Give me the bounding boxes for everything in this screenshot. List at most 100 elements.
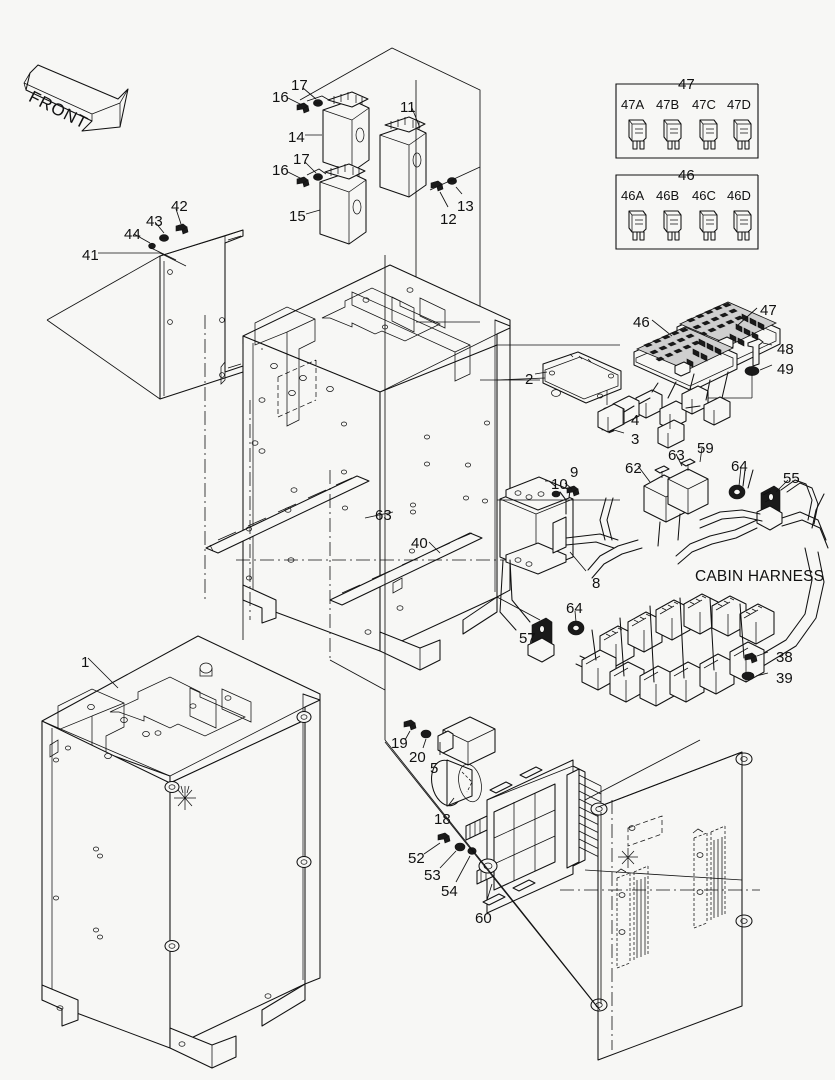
fastener-53 — [454, 842, 466, 852]
callout-38: 38 — [776, 649, 793, 666]
asterisk-mark — [174, 785, 196, 810]
callout-63-rail: 63 — [375, 507, 392, 524]
relay-15 — [319, 163, 367, 245]
component-18 — [431, 759, 482, 807]
legend-item-46c: 46C — [692, 188, 716, 203]
legend-item-47c: 47C — [692, 97, 716, 112]
corner-nuts — [164, 710, 312, 953]
callout-52: 52 — [408, 850, 425, 867]
connector-cluster — [597, 371, 731, 449]
callout-49: 49 — [777, 361, 794, 378]
fastener-20 — [420, 729, 432, 739]
fastener-12 — [430, 180, 444, 192]
legend-item-47a: 47A — [621, 97, 645, 112]
callout-15: 15 — [289, 208, 306, 225]
fastener-16-upper — [296, 102, 310, 114]
legend-item-46d: 46D — [727, 188, 751, 203]
cabin-harness-label: CABIN HARNESS — [695, 568, 825, 585]
callout-18: 18 — [434, 811, 451, 828]
panel-corner-nuts — [590, 752, 753, 1012]
legend-title-46: 46 — [678, 167, 695, 184]
callout-59: 59 — [697, 440, 714, 457]
fastener-9-washer — [551, 490, 561, 498]
fastener-19 — [403, 719, 417, 731]
callout-41: 41 — [82, 247, 99, 264]
callout-54: 54 — [441, 883, 458, 900]
callout-1: 1 — [81, 654, 90, 671]
callout-57: 57 — [519, 630, 536, 647]
fastener-39 — [741, 671, 755, 681]
callout-19: 19 — [391, 735, 408, 752]
callout-11: 11 — [400, 99, 416, 116]
controller-60 — [465, 759, 602, 914]
legend-box-46 — [615, 174, 759, 250]
front-direction-arrow — [23, 64, 129, 132]
callout-5: 5 — [430, 760, 439, 777]
relay-11 — [379, 116, 427, 198]
bracket-55 — [728, 466, 789, 531]
legend-item-47d: 47D — [727, 97, 751, 112]
callout-47: 47 — [760, 302, 777, 319]
callout-62: 62 — [625, 460, 642, 477]
callout-53: 53 — [424, 867, 441, 884]
callout-4: 4 — [631, 412, 640, 429]
legend-item-46b: 46B — [656, 188, 680, 203]
fastener-52 — [437, 832, 451, 844]
callout-64-lower: 64 — [566, 600, 583, 617]
module-8 — [499, 476, 619, 631]
callout-3: 3 — [631, 431, 640, 448]
callout-2: 2 — [525, 371, 534, 388]
enclosure-1 — [41, 635, 321, 1069]
callout-17-upper: 17 — [291, 77, 308, 94]
fastener-17-lower — [313, 173, 323, 181]
fuse-block-46 — [633, 326, 738, 392]
fastener-44 — [148, 242, 156, 250]
callout-16-lower: 16 — [272, 162, 289, 179]
callout-8: 8 — [592, 575, 601, 592]
callout-42: 42 — [171, 198, 188, 215]
legend-item-46a: 46A — [621, 188, 645, 203]
rail-40 — [329, 532, 483, 606]
callout-16-upper: 16 — [272, 89, 289, 106]
callout-63-relay: 63 — [668, 447, 685, 464]
legend-item-47b: 47B — [656, 97, 680, 112]
projection-lines — [242, 255, 743, 1011]
component-5 — [403, 716, 496, 766]
asterisk-mark-panel — [618, 848, 638, 868]
fastener-64-upper — [728, 484, 746, 500]
callout-9: 9 — [570, 464, 579, 481]
fastener-42 — [175, 223, 189, 235]
callout-64-upper: 64 — [731, 458, 748, 475]
fastener-17-upper — [313, 99, 323, 107]
fastener-43 — [159, 234, 169, 242]
main-cabinet-assembly — [204, 264, 520, 671]
callout-43: 43 — [146, 213, 163, 230]
callout-55: 55 — [783, 470, 800, 487]
callout-20: 20 — [409, 749, 426, 766]
callout-14: 14 — [288, 129, 305, 146]
callout-60: 60 — [475, 910, 492, 927]
rail-63 — [205, 475, 370, 554]
fastener-48 — [747, 338, 764, 367]
relay-62-63-59 — [637, 447, 709, 547]
callout-39: 39 — [776, 670, 793, 687]
relay-group-top — [287, 47, 481, 380]
legend-box-47 — [615, 83, 759, 159]
callout-46: 46 — [633, 314, 650, 331]
bracket-57 — [527, 610, 585, 663]
callout-44: 44 — [124, 226, 141, 243]
fastener-64-lower — [567, 620, 585, 636]
callout-13: 13 — [457, 198, 474, 215]
fastener-16-lower — [296, 176, 310, 188]
callout-10: 10 — [551, 476, 568, 493]
mount-panel — [560, 751, 760, 1061]
legend-title-47: 47 — [678, 76, 695, 93]
callout-48: 48 — [777, 341, 794, 358]
cover-panel-41 — [46, 208, 244, 400]
connector-bank — [581, 593, 775, 707]
callout-12: 12 — [440, 211, 457, 228]
relay-14 — [322, 91, 370, 173]
callout-17-lower: 17 — [293, 151, 310, 168]
